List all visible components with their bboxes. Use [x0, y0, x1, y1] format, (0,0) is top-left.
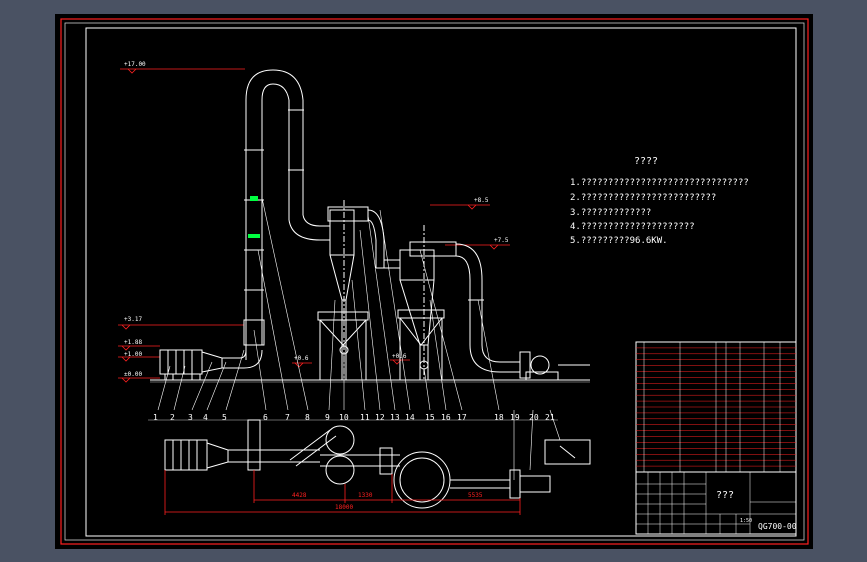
- part-no-6: 6: [263, 413, 268, 422]
- part-no-21: 21: [545, 413, 555, 422]
- plan-view: [164, 419, 591, 509]
- u-bend-inner: [261, 83, 290, 101]
- part-no-17: 17: [457, 413, 467, 422]
- drawing-frame: [85, 27, 797, 537]
- fan-base: [525, 371, 559, 381]
- elevation-1-88: +1.88: [124, 339, 142, 346]
- part-number-labels: 1 2 3 4 5 6 7 8 9 10 11 12 13 14 15 16 1…: [153, 413, 555, 422]
- heater-box: [159, 349, 203, 375]
- dim-5535: 5535: [468, 492, 483, 499]
- note-line-1: 1.???????????????????????????????: [570, 178, 749, 188]
- elevation-17: +17.00: [124, 61, 146, 68]
- support-frame-2-top: [397, 309, 445, 319]
- plan-control-box: [544, 439, 591, 465]
- part-no-8: 8: [305, 413, 310, 422]
- title-block-name: ???: [716, 490, 734, 501]
- cyclone-1-body: [329, 209, 355, 256]
- part-no-10: 10: [339, 413, 349, 422]
- plan-fan: [519, 475, 551, 493]
- u-bend-outer: [245, 69, 304, 101]
- elevation-0-6-left: +0.6: [294, 355, 309, 362]
- part-no-20: 20: [529, 413, 539, 422]
- elevation-1-00: +1.00: [124, 351, 142, 358]
- plan-cyclone-1b: [325, 455, 355, 485]
- plan-heater: [164, 439, 208, 471]
- plan-cyclone-1a: [325, 425, 355, 455]
- part-no-15: 15: [425, 413, 435, 422]
- title-block-drawing-number: QG700-00: [758, 522, 797, 531]
- title-block-scale: 1:50: [740, 518, 752, 524]
- cyclone-2-outlet: [409, 241, 457, 257]
- exhaust-duct-inner: [455, 255, 520, 373]
- part-no-12: 12: [375, 413, 385, 422]
- elevation-0-6-right: +0.6: [392, 353, 407, 360]
- middle-border: [64, 22, 805, 541]
- part-no-7: 7: [285, 413, 290, 422]
- cyclone-2-body: [399, 249, 435, 281]
- heater-nozzle: [201, 351, 223, 373]
- fan-housing: [530, 355, 550, 375]
- dimension-lines: [164, 470, 521, 515]
- cyclone-1-outlet: [327, 206, 369, 222]
- elevation-0-00: ±0.00: [124, 371, 142, 378]
- fan-flange: [519, 351, 531, 379]
- part-no-11: 11: [360, 413, 370, 422]
- title-block: ??? 1:50 QG700-00: [635, 471, 797, 535]
- riser-base-section: [243, 319, 265, 346]
- support-frame-1-top: [317, 311, 369, 321]
- exhaust-duct-outer: [455, 243, 520, 363]
- part-no-4: 4: [203, 413, 208, 422]
- elevation-3-17: +3.17: [124, 316, 142, 323]
- dim-4428: 4428: [292, 492, 307, 499]
- part-no-13: 13: [390, 413, 400, 422]
- valve-markers: [248, 196, 260, 238]
- note-line-4: 4.?????????????????????: [570, 222, 695, 232]
- dimension-labels: 4428 1330 5535 18000: [292, 492, 483, 511]
- outer-border: [60, 18, 809, 545]
- part-leaders: [148, 197, 561, 480]
- part-no-19: 19: [510, 413, 520, 422]
- notes-title: ????: [634, 156, 658, 167]
- note-line-5: 5.?????????96.6KW.: [570, 236, 668, 246]
- part-no-2: 2: [170, 413, 175, 422]
- elevation-7-5: +7.5: [494, 237, 509, 244]
- duct-to-cyclone-2-outer: [367, 209, 385, 268]
- dim-1330: 1330: [358, 492, 373, 499]
- part-no-5: 5: [222, 413, 227, 422]
- technical-notes: ???? 1.??????????????????????????????? 2…: [570, 156, 749, 246]
- part-no-1: 1: [153, 413, 158, 422]
- part-no-9: 9: [325, 413, 330, 422]
- part-no-3: 3: [188, 413, 193, 422]
- part-no-16: 16: [441, 413, 451, 422]
- dim-18000: 18000: [335, 504, 353, 511]
- elevation-8-5: +8.5: [474, 197, 489, 204]
- elbow-to-cyclone-1: [288, 219, 321, 241]
- part-no-14: 14: [405, 413, 415, 422]
- note-line-2: 2.?????????????????????????: [570, 193, 716, 203]
- note-line-3: 3.?????????????: [570, 208, 651, 218]
- part-no-18: 18: [494, 413, 504, 422]
